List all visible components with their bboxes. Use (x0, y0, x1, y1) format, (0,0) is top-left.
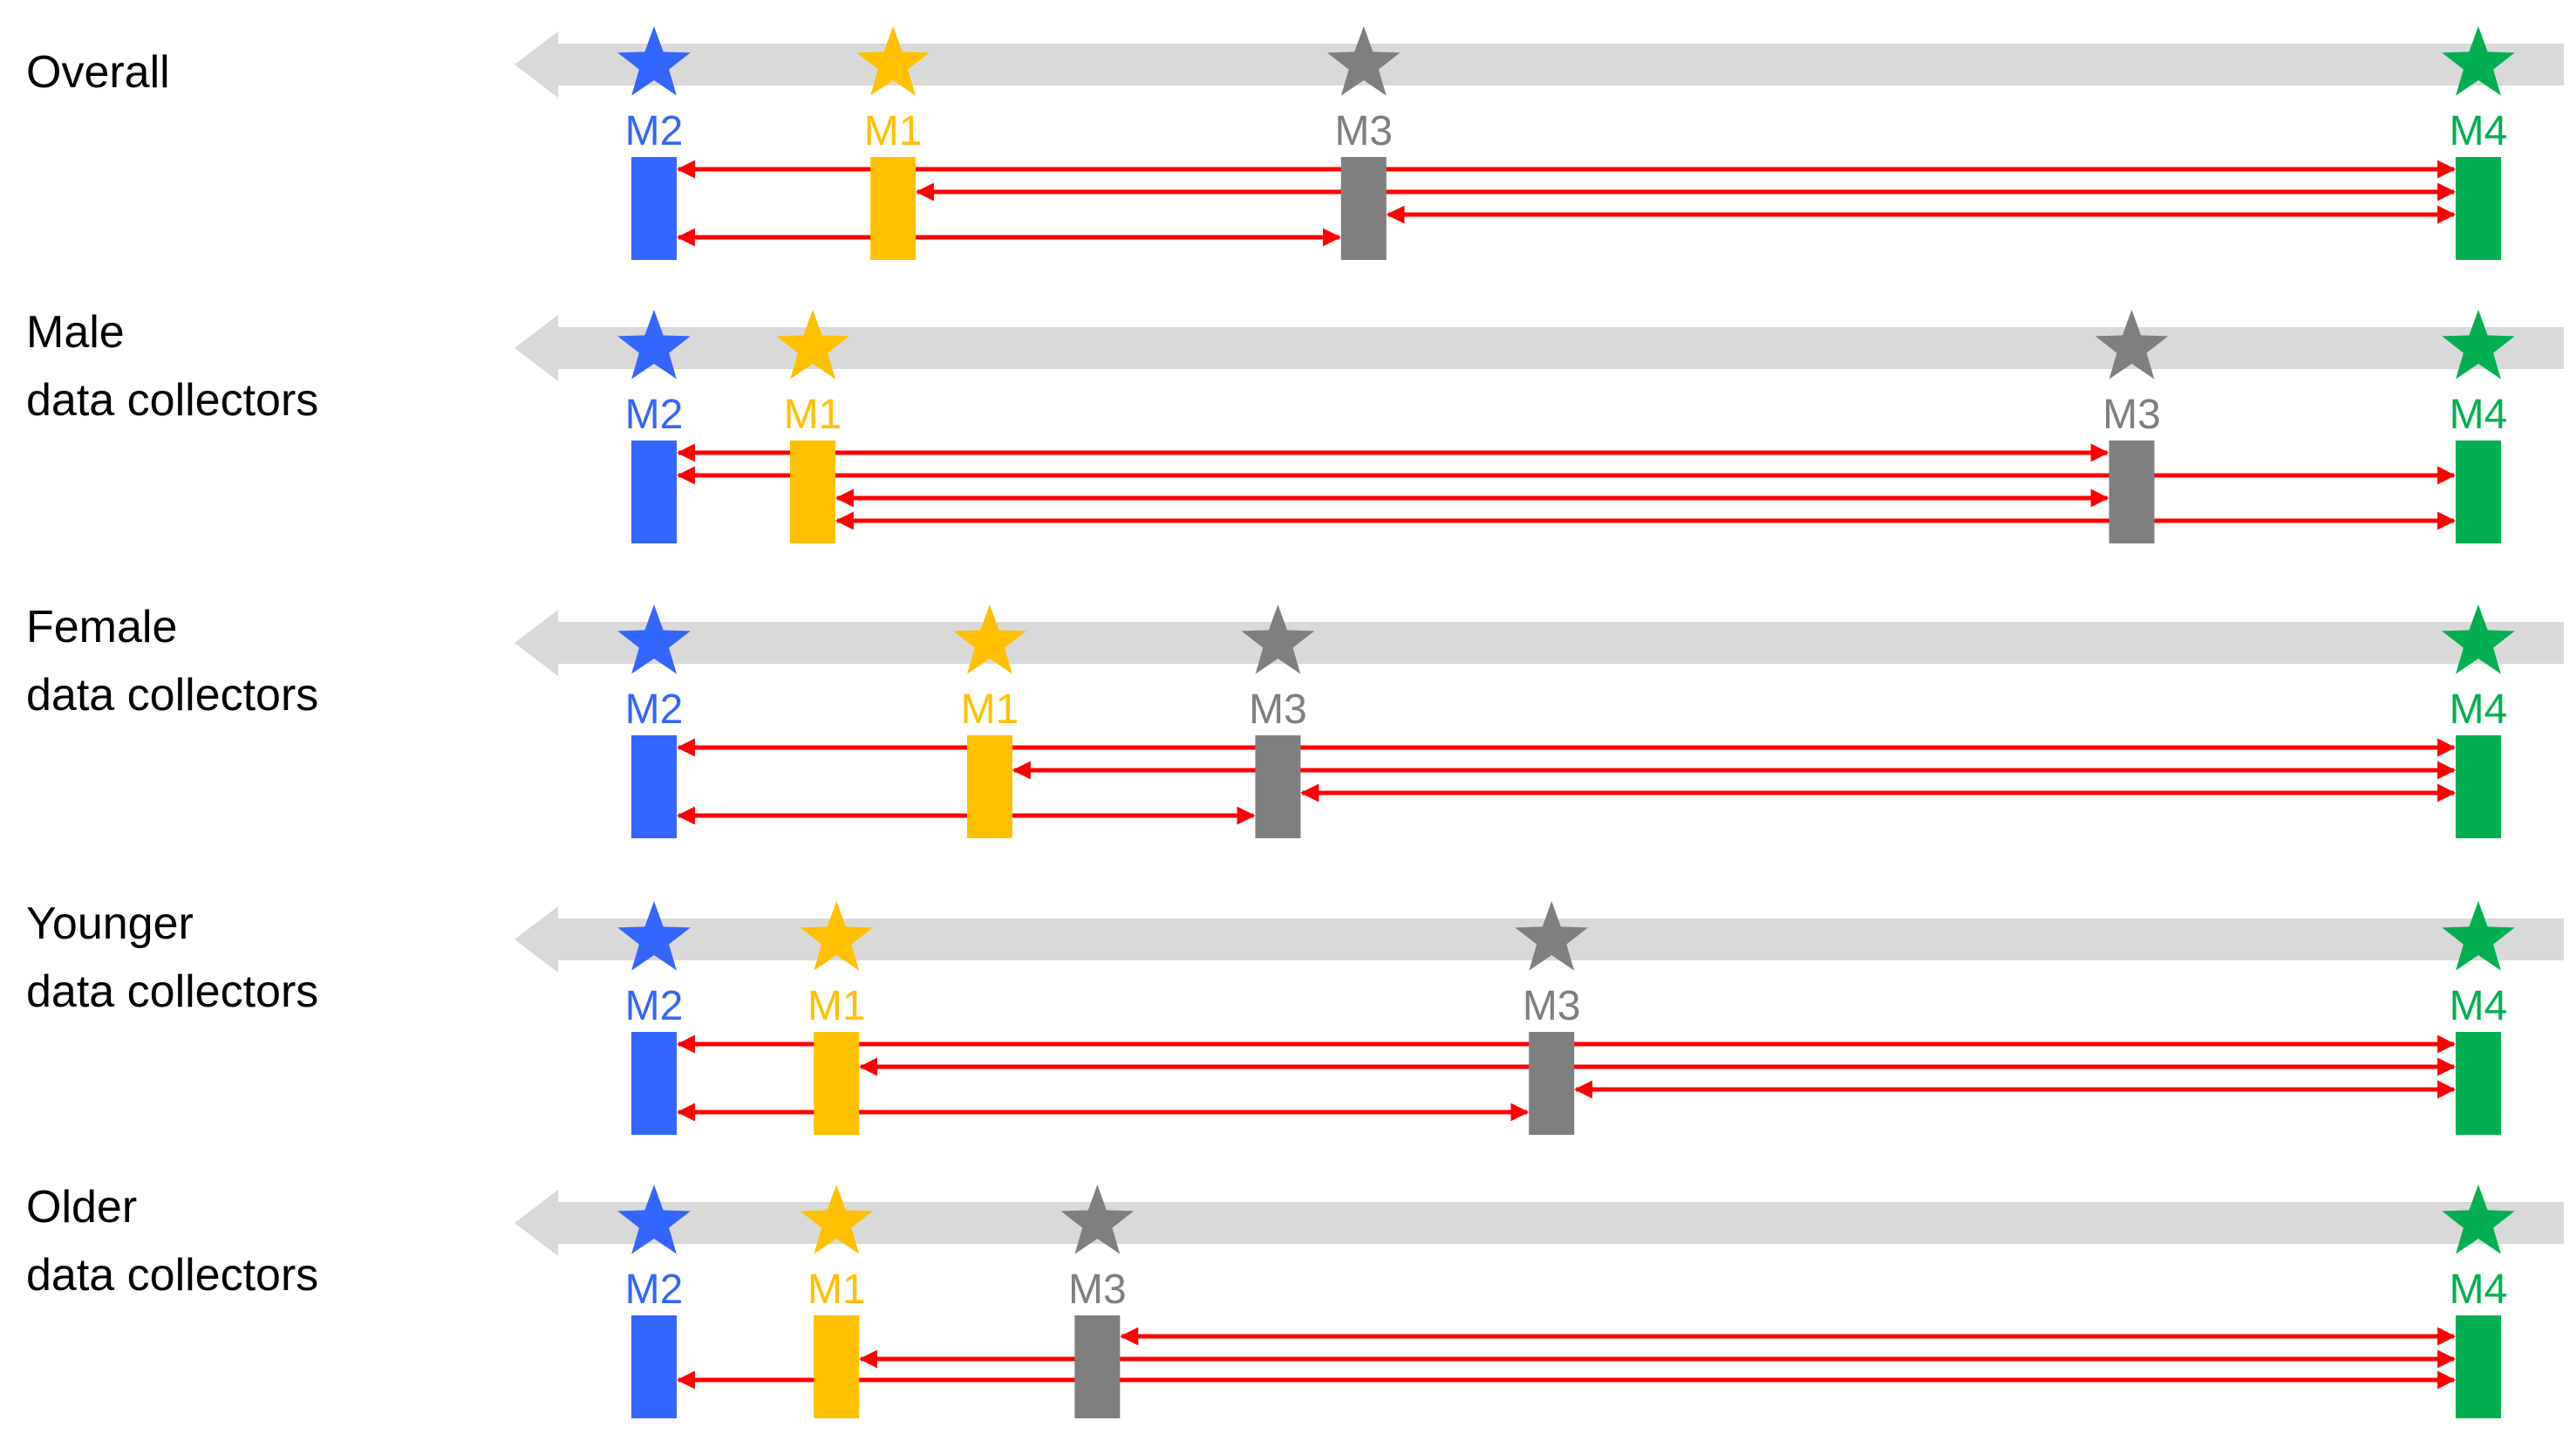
marker-bar (2456, 440, 2501, 543)
marker-bar (631, 1032, 677, 1135)
star-icon (617, 901, 691, 971)
marker-bar (631, 157, 677, 260)
star-icon (1326, 26, 1400, 96)
star-icon (2442, 26, 2515, 96)
row-label: data collectors (26, 1250, 318, 1301)
marker-bar (2456, 157, 2501, 260)
marker-label: M4 (2450, 392, 2508, 438)
marker-label: M3 (1334, 108, 1393, 154)
marker-label: M2 (625, 392, 684, 438)
star-icon (1060, 1185, 1135, 1254)
row-group: Male data collectors M2 M1 M3 M4 (26, 307, 2564, 543)
marker-label: M3 (2102, 392, 2161, 438)
marker-label: M3 (1249, 686, 1307, 733)
star-icon (617, 310, 691, 379)
row-label: data collectors (26, 966, 318, 1017)
marker-label: M4 (2450, 108, 2508, 154)
star-icon (617, 604, 691, 674)
marker-label: M2 (625, 108, 684, 154)
star-icon (2442, 901, 2515, 971)
marker-label: M1 (808, 1267, 866, 1313)
star-icon (953, 604, 1026, 674)
marker-label: M4 (2450, 1267, 2508, 1313)
marker-label: M1 (808, 983, 866, 1029)
star-icon (800, 1185, 873, 1254)
marker-label: M4 (2450, 983, 2508, 1029)
star-icon (617, 26, 691, 96)
marker-bar (790, 440, 836, 543)
row-label: Female (26, 602, 177, 652)
marker-bar (2109, 440, 2155, 543)
row-label: Male (26, 307, 125, 358)
star-icon (2442, 310, 2515, 379)
star-icon (2442, 604, 2515, 674)
row-group: Younger data collectors M2 M1 M3 M4 (26, 898, 2564, 1135)
star-icon (2442, 1185, 2515, 1254)
row-label: Older (26, 1182, 137, 1233)
timeline-track (515, 610, 2564, 676)
marker-label: M2 (625, 1267, 684, 1313)
row-group: Female data collectors M2 M1 M3 M4 (26, 602, 2564, 838)
star-icon (1241, 604, 1315, 674)
row-group: Older data collectors M2 M1 M3 M4 (26, 1182, 2564, 1418)
marker-bar (1529, 1032, 1575, 1135)
row-label: data collectors (26, 375, 318, 426)
marker-label: M2 (625, 686, 684, 733)
star-icon (2095, 310, 2169, 379)
marker-bar (2456, 735, 2501, 838)
star-icon (1515, 901, 1589, 971)
marker-label: M1 (864, 108, 923, 154)
marker-bar (2456, 1315, 2501, 1418)
marker-bar (631, 1315, 677, 1418)
marker-bar (1255, 735, 1301, 838)
star-icon (617, 1185, 691, 1254)
marker-bar (814, 1315, 860, 1418)
marker-label: M3 (1068, 1267, 1127, 1313)
marker-bar (631, 440, 677, 543)
star-icon (800, 901, 873, 971)
marker-label: M4 (2450, 686, 2508, 733)
timeline-track (515, 31, 2564, 98)
marker-bar (870, 157, 917, 260)
marker-bar (631, 735, 677, 838)
marker-bar (966, 735, 1012, 838)
timeline-track (515, 315, 2564, 381)
marker-label: M2 (625, 983, 684, 1029)
marker-label: M3 (1523, 983, 1581, 1029)
star-icon (776, 310, 849, 379)
timeline-track (515, 1190, 2564, 1256)
star-icon (856, 26, 930, 96)
marker-bar (1340, 157, 1387, 260)
marker-bar (2456, 1032, 2501, 1135)
row-label: Overall (26, 47, 170, 98)
marker-label: M1 (961, 686, 1019, 733)
row-label: data collectors (26, 670, 318, 720)
marker-bar (814, 1032, 860, 1135)
row-label: Younger (26, 898, 194, 949)
marker-bar (1074, 1315, 1121, 1418)
marker-label: M1 (784, 392, 842, 438)
